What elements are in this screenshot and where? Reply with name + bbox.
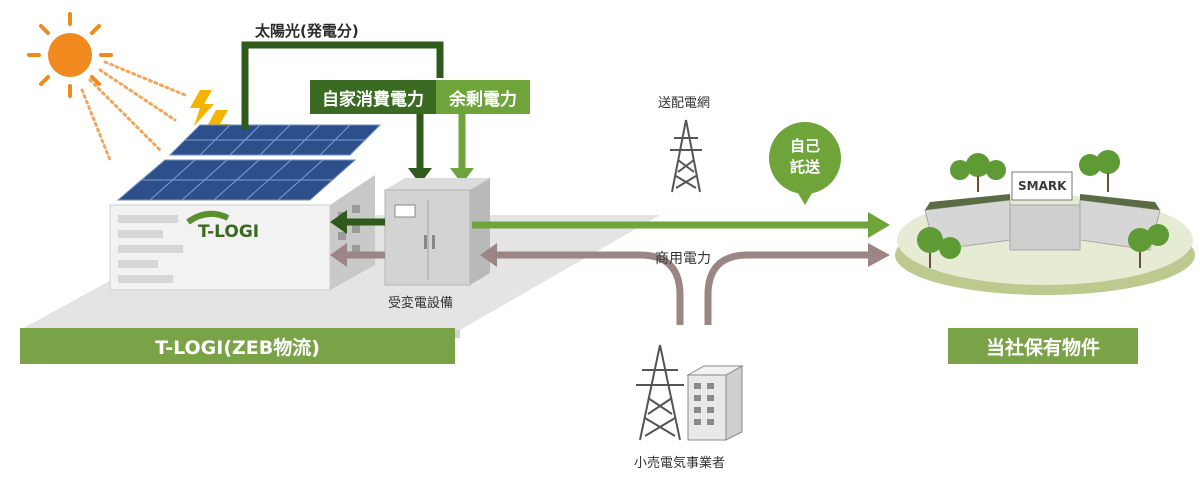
building-sign: T-LOGI (198, 222, 260, 242)
owned-property-island (895, 150, 1195, 295)
commercial-to-building-arrowhead (330, 243, 347, 267)
self-consumption-arrowhead (408, 168, 432, 184)
commercial-to-substation-line (495, 251, 684, 325)
property-sign: SMARK (1018, 179, 1067, 193)
commercial-to-property-line (704, 251, 870, 325)
office-building-icon (686, 365, 744, 441)
commercial-to-property-arrowhead (868, 243, 890, 267)
self-wheeling-bubble (769, 122, 841, 205)
tree-icon (917, 150, 1169, 259)
surplus-label: 余剰電力 (436, 80, 530, 114)
surplus-arrowhead (450, 168, 474, 184)
substation-cabinet (384, 178, 490, 286)
supply-to-building-arrowhead (330, 210, 347, 234)
sun-icon (27, 12, 187, 162)
owned-property-band: 当社保有物件 (948, 328, 1138, 364)
self-wheeling-arrowhead (868, 212, 890, 238)
solar-portion-label: 太陽光(発電分) (255, 22, 359, 40)
tlogi-band: T-LOGI(ZEB物流) (20, 328, 455, 364)
self-consumption-label: 自家消費電力 (310, 80, 436, 114)
retail-provider-label: 小売電気事業者 (634, 456, 726, 471)
transmission-tower-icon (636, 344, 684, 441)
tlogi-building (109, 124, 382, 291)
solar-output-line (241, 41, 444, 130)
transmission-tower-icon (670, 119, 702, 193)
substation-label: 受変電設備 (388, 296, 454, 311)
self-wheeling-line2: 託送 (789, 158, 820, 176)
commercial-power-label: 商用電力 (655, 251, 711, 267)
transmission-network-label: 送配電網 (658, 96, 711, 111)
self-wheeling-line1: 自己 (789, 137, 820, 155)
self-wheeling-label: 自己 託送 (780, 136, 830, 178)
